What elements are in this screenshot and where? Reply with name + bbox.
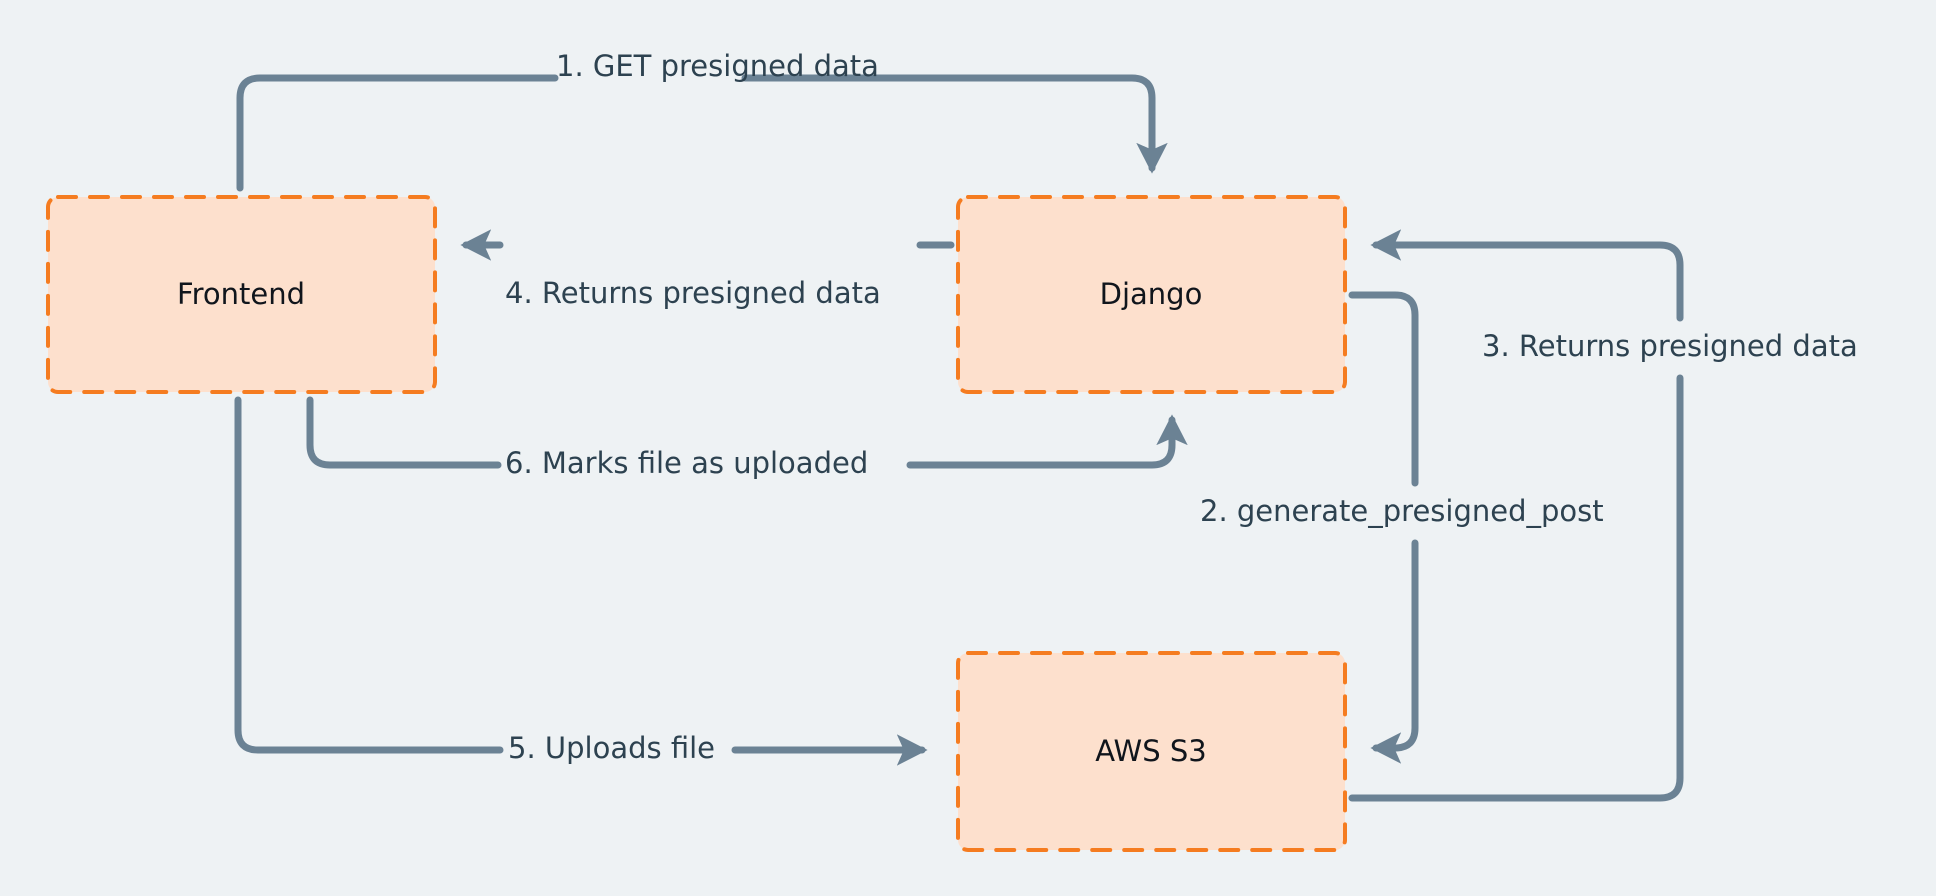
edge-3-path <box>1348 374 1684 802</box>
edge-label-5: 5. Uploads file <box>508 731 715 765</box>
edge-2-path <box>1348 291 1419 487</box>
node-frontend[interactable]: Frontend <box>46 195 437 394</box>
node-aws-s3-label: AWS S3 <box>1095 734 1206 768</box>
node-django-shape <box>956 195 1347 394</box>
edge-label-1: 1. GET presigned data <box>556 49 879 83</box>
edge-5-path <box>234 396 504 754</box>
node-frontend-label: Frontend <box>177 277 305 311</box>
edge-2-path-b <box>1370 539 1419 764</box>
edge-6-path-b <box>906 414 1188 469</box>
edge-1-path <box>236 74 559 192</box>
edge-6-path <box>306 396 502 469</box>
node-aws-s3[interactable]: AWS S3 <box>956 651 1347 852</box>
edge-label-2: 2. generate_presigned_post <box>1200 494 1604 528</box>
edge-label-6: 6. Marks file as uploaded <box>505 446 868 480</box>
node-django-label: Django <box>1100 277 1203 311</box>
edge-1-path-b <box>741 74 1168 174</box>
edge-label-3: 3. Returns presigned data <box>1482 329 1858 363</box>
node-frontend-shape <box>46 195 437 394</box>
node-django[interactable]: Django <box>956 195 1347 394</box>
node-aws-s3-shape <box>956 651 1347 852</box>
edge-3-path-b <box>1370 229 1684 322</box>
edge-label-4: 4. Returns presigned data <box>505 276 881 310</box>
